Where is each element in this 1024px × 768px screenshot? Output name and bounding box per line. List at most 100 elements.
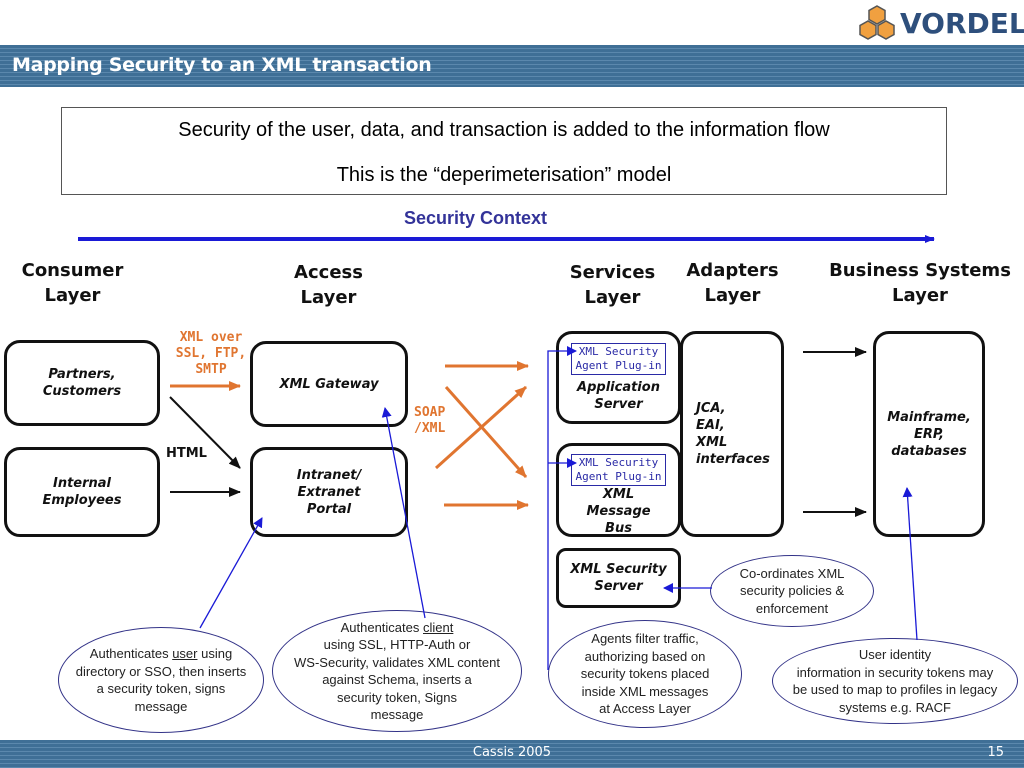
callout-underlined: client [423, 619, 454, 635]
layer-title-adapters: Adapters Layer [670, 258, 795, 308]
layer-title-line: Layer [892, 285, 948, 306]
box-text: ERP, [913, 426, 944, 442]
slide-title: Mapping Security to an XML transaction [12, 54, 432, 76]
title-band [0, 45, 1024, 87]
plugin-text: Agent Plug-in [575, 359, 662, 372]
callout-text: against Schema, inserts a [322, 672, 472, 687]
label-line: SOAP [414, 405, 446, 420]
callout-text: security tokens placed [580, 666, 710, 682]
callout-coordinates: Co-ordinates XML security policies & enf… [710, 555, 874, 627]
adapters-box: JCA, EAI, XML interfaces [680, 331, 784, 537]
box-text: Internal [52, 476, 112, 491]
label-line: SSL, FTP, [175, 346, 247, 361]
page-number: 15 [987, 745, 1004, 760]
plugin-text: XML Security [578, 456, 659, 469]
internal-employees-box: Internal Employees [4, 447, 160, 537]
layer-title-line: Layer [704, 285, 761, 306]
box-text: EAI, [696, 418, 725, 433]
box-text: Intranet/ [296, 467, 362, 483]
layer-title-business: Business Systems Layer [815, 258, 1024, 308]
security-agent-plugin: XML Security Agent Plug-in [571, 454, 666, 486]
box-text: Mainframe, [887, 409, 971, 425]
callout-text: directory or SSO, then inserts [75, 663, 247, 679]
box-text: Portal [306, 501, 352, 517]
soap-xml-label: SOAP /XML [414, 405, 464, 437]
xml-message-bus-box: XML Security Agent Plug-in XML Message B… [556, 443, 681, 537]
label-line: SMTP [195, 362, 227, 377]
intranet-portal-box: Intranet/ Extranet Portal [250, 447, 408, 537]
layer-title-consumer: Consumer Layer [10, 258, 135, 308]
vordel-logo: VORDEL ® [858, 4, 1024, 42]
callout-text: User identity [858, 647, 932, 662]
layer-title-line: Adapters [686, 260, 779, 281]
box-text: XML [696, 435, 728, 450]
callout-text: Authenticates [340, 619, 423, 635]
partners-customers-box: Partners, Customers [4, 340, 160, 426]
html-label: HTML [166, 446, 207, 461]
callout-text: WS-Security, validates XML content [294, 654, 500, 670]
xml-over-label: XML over SSL, FTP, SMTP [166, 330, 256, 378]
callout-text: at Access Layer [599, 701, 691, 717]
box-text: Bus [605, 521, 632, 536]
footer-event: Cassis 2005 [472, 745, 552, 760]
callout-text: information in security tokens may [796, 664, 994, 680]
security-agent-plugin: XML Security Agent Plug-in [571, 343, 666, 375]
summary-box: Security of the user, data, and transact… [61, 107, 947, 195]
callout-text: be used to map to profiles in legacy [792, 682, 998, 697]
box-text: JCA, [696, 401, 726, 416]
box-text: interfaces [696, 452, 770, 467]
callout-text: Authenticates [89, 646, 173, 661]
callout-text: systems e.g. RACF [839, 699, 951, 715]
layer-title-line: Consumer [21, 260, 124, 281]
callout-text: using SSL, HTTP-Auth or [323, 637, 471, 652]
callout-text: message [134, 698, 188, 714]
callout-text: message [370, 707, 424, 722]
box-text: XML [602, 487, 635, 502]
callout-user-auth: Authenticates user using directory or SS… [58, 627, 264, 733]
plugin-text: Agent Plug-in [575, 470, 662, 483]
callout-text: using [197, 646, 233, 661]
callout-text: Co-ordinates XML [739, 565, 845, 581]
layer-title-line: Access [294, 262, 363, 283]
hexagon-logo-icon [859, 5, 895, 40]
box-text: Employees [42, 493, 122, 508]
callout-client-auth: Authenticates client using SSL, HTTP-Aut… [272, 610, 522, 732]
layer-title-line: Layer [300, 287, 357, 308]
layer-title-line: Layer [584, 287, 641, 308]
callout-text: security policies & [739, 583, 845, 599]
box-text: Application [577, 380, 660, 395]
summary-line-1: Security of the user, data, and transact… [178, 119, 830, 141]
callout-text: a security token, signs [96, 681, 226, 696]
connector-user-auth-to-portal [199, 517, 263, 629]
xml-security-server-box: XML Security Server [556, 548, 681, 608]
layer-title-access: Access Layer [266, 260, 391, 310]
box-text: Partners, [48, 367, 116, 382]
plugin-text: XML Security [578, 345, 659, 358]
summary-line-2: This is the “deperimeterisation” model [336, 164, 672, 186]
layer-title-line: Services [569, 262, 656, 283]
layer-title-services: Services Layer [550, 260, 675, 310]
callout-identity: User identity information in security to… [772, 638, 1018, 724]
box-text: Message [586, 504, 651, 519]
callout-text: security token, Signs [337, 689, 457, 705]
layer-title-line: Business Systems [829, 260, 1011, 281]
callout-text: enforcement [755, 600, 829, 616]
box-text: XML Gateway [279, 376, 379, 392]
mainframe-box: Mainframe, ERP, databases [873, 331, 985, 537]
callout-text: inside XML messages [581, 683, 709, 699]
callout-text: authorizing based on [584, 648, 706, 664]
callout-agents: Agents filter traffic, authorizing based… [548, 620, 742, 728]
box-text: Customers [42, 384, 122, 399]
box-text: XML Security [570, 562, 667, 577]
security-context-label: Security Context [404, 208, 548, 228]
box-text: Extranet [297, 484, 361, 500]
logo-wordmark: VORDEL [900, 6, 1024, 40]
box-text: Server [594, 579, 643, 594]
callout-underlined: user [172, 646, 198, 661]
footer-band [0, 740, 1024, 768]
layer-title-line: Layer [44, 285, 101, 306]
xml-gateway-box: XML Gateway [250, 341, 408, 427]
callout-text: Agents filter traffic, [591, 631, 699, 647]
label-line: XML over [179, 330, 243, 345]
box-text: databases [891, 443, 967, 459]
